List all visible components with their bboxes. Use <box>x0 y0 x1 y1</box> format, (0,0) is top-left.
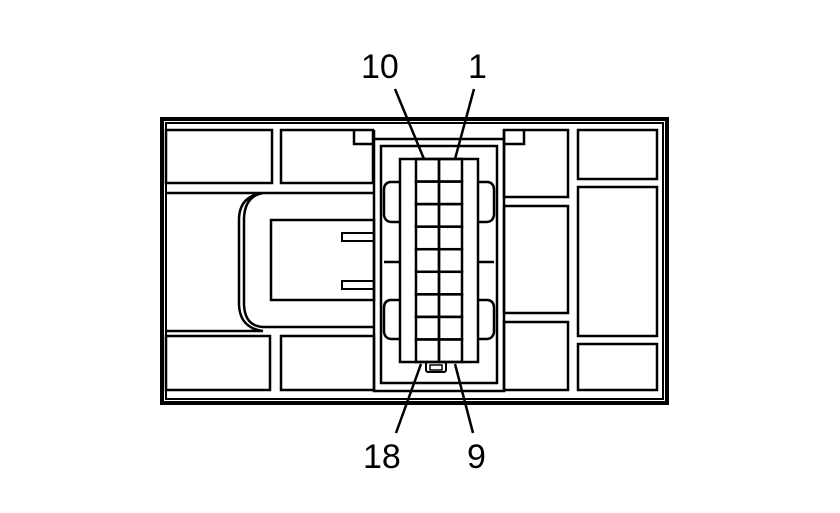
latch-channel-inner <box>242 191 374 329</box>
pin-label-18: 18 <box>363 438 401 476</box>
rib-left-lower <box>382 298 400 341</box>
leader-pin-10 <box>393 88 426 160</box>
rib-left-upper <box>382 180 400 224</box>
terminal-grid <box>414 157 464 364</box>
latch-tab-upper <box>341 232 375 242</box>
connector-frame-inner <box>379 144 499 385</box>
cavity-far-right-bottom <box>576 342 659 392</box>
cavity-top-left <box>164 128 274 185</box>
pin-label-1: 1 <box>468 48 487 86</box>
terminal-cavity <box>437 338 464 364</box>
cavity-right-bottom-inner <box>502 320 570 392</box>
housing-outer <box>160 117 669 405</box>
rib-right-lower <box>478 298 496 341</box>
latch-channel <box>166 191 264 333</box>
cavity-bottom-left <box>164 334 272 392</box>
cavity-far-right-top <box>576 128 659 181</box>
latch-tab-lower <box>341 280 375 290</box>
housing-inner <box>165 122 664 400</box>
connector-top-keys-right <box>504 130 526 146</box>
rib-right-upper <box>478 180 496 224</box>
cavity-right-mid-inner <box>502 204 570 315</box>
bottom-lock-notch <box>425 361 447 373</box>
cavity-bottom-mid <box>279 334 376 392</box>
connector-top-keys <box>352 130 374 146</box>
leader-pin-18 <box>394 363 423 434</box>
pin-label-9: 9 <box>467 438 486 476</box>
cavity-top-mid <box>279 128 375 185</box>
leader-pin-9 <box>453 363 475 434</box>
cavity-far-right-mid <box>576 185 659 338</box>
pin-label-10: 10 <box>361 48 399 86</box>
bottom-lock-notch-inner <box>429 364 443 371</box>
leader-pin-1 <box>453 88 476 160</box>
cavity-right-top-inner <box>502 128 570 199</box>
